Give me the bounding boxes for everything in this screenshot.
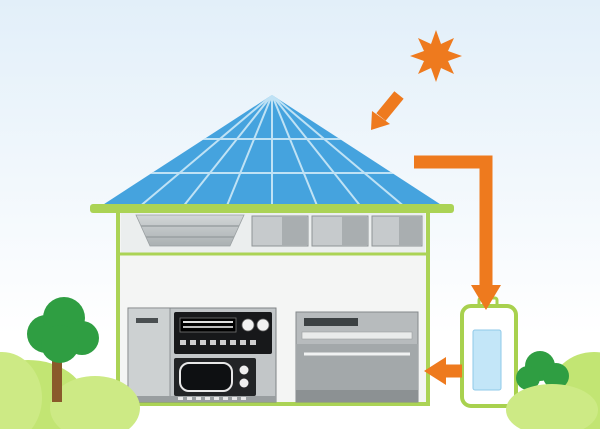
- dishwasher-door: [296, 344, 418, 396]
- cabinet-door: [127, 307, 171, 403]
- microwave: [174, 358, 256, 396]
- right-front-bush: [506, 384, 598, 429]
- battery-cell: [472, 329, 502, 391]
- arrow-roof-to-battery: [414, 155, 501, 310]
- knob: [239, 378, 249, 388]
- roof-eave: [90, 204, 454, 213]
- knob: [239, 365, 249, 375]
- control-strip: [301, 331, 413, 340]
- display: [179, 317, 237, 333]
- knob: [256, 318, 270, 332]
- arrow-sun-to-roof: [371, 91, 404, 130]
- left-bushes: [0, 352, 140, 429]
- dishwasher: [295, 311, 419, 403]
- window: [311, 215, 369, 247]
- vent-slot: [304, 318, 358, 326]
- storage-battery: [460, 296, 518, 408]
- microwave-window: [179, 362, 233, 392]
- tree-canopy: [516, 351, 569, 390]
- upstairs-windows: [251, 215, 423, 247]
- solar-panel-roof: [90, 95, 454, 213]
- kitchen-appliance-unit: [127, 307, 277, 403]
- knob: [241, 318, 255, 332]
- range-hood: [135, 214, 245, 247]
- sun-icon: [410, 30, 462, 82]
- arrow-battery-to-appliances: [424, 357, 462, 385]
- tree-canopy: [27, 297, 99, 363]
- tree-trunk: [52, 350, 62, 402]
- cabinet-handle: [136, 318, 158, 323]
- left-tree: [27, 297, 99, 402]
- window: [251, 215, 309, 247]
- control-panel: [174, 312, 272, 354]
- window: [371, 215, 423, 247]
